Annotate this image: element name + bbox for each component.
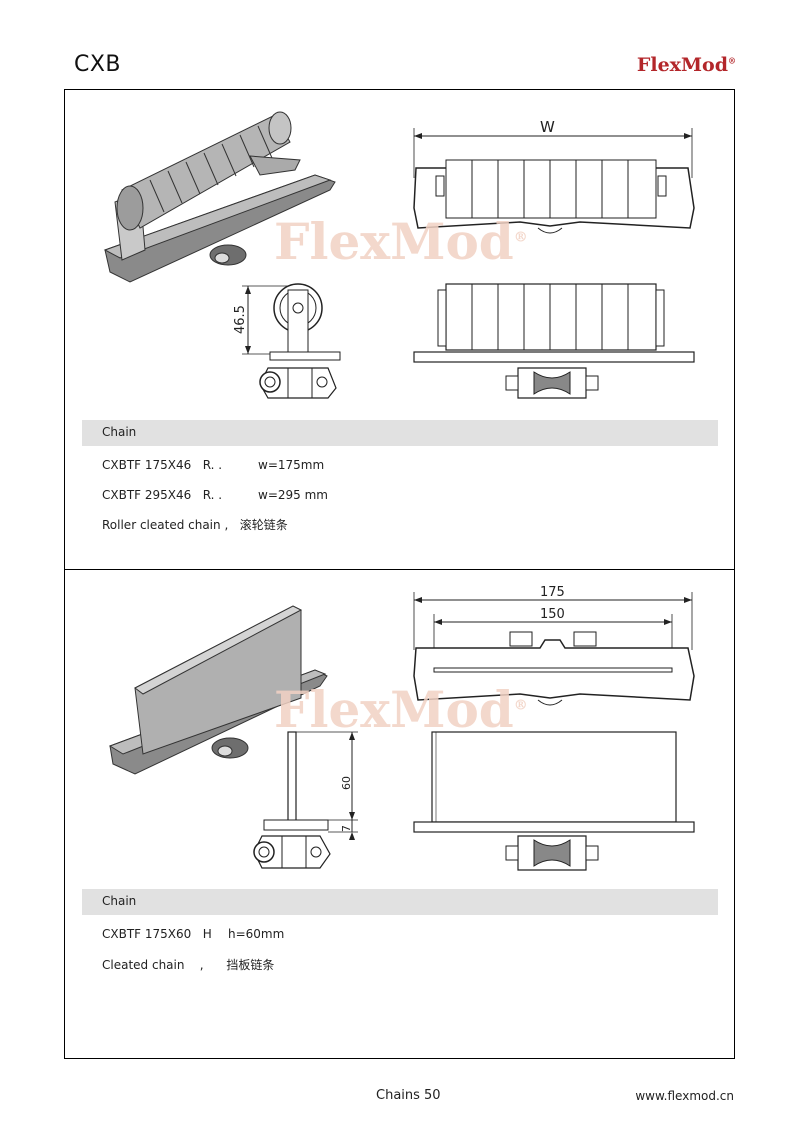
width-dimension-label: W — [540, 118, 555, 136]
base-height-label: 7 — [340, 825, 353, 832]
section1-row-1: CXBTF 175X46 R. . w=175mm — [102, 458, 324, 472]
section2-row-1: CXBTF 175X60 H h=60mm — [102, 927, 284, 941]
section2-heading: Chain — [102, 894, 137, 908]
row-code: CXBTF 175X46 R. . — [102, 458, 223, 472]
section-divider — [64, 569, 735, 570]
outer-width-label: 175 — [540, 585, 565, 600]
content-frame — [64, 89, 735, 1059]
roller-chain-isometric-drawing — [103, 111, 336, 283]
section2-heading-bar: Chain — [82, 889, 718, 915]
page-number: Chains 50 — [376, 1088, 441, 1103]
brand-name: FlexMod — [636, 54, 728, 76]
roller-side-profile-drawing: 46.5 — [233, 283, 341, 399]
cleated-chain-isometric-drawing — [108, 605, 328, 775]
inner-width-label: 150 — [540, 607, 565, 622]
height-dimension-label: 46.5 — [233, 305, 248, 334]
row-spec: w=175mm — [258, 458, 325, 472]
cleated-top-view-drawing: 175 150 — [413, 585, 695, 706]
row-code: CXBTF 175X60 H — [102, 927, 212, 941]
cleated-side-profile-drawing: 60 7 — [253, 731, 358, 869]
row-spec: w=295 mm — [258, 488, 328, 502]
section1-heading: Chain — [102, 425, 137, 439]
roller-top-view-drawing: W — [413, 118, 695, 234]
section1-heading-bar: Chain — [82, 420, 718, 446]
row-code: CXBTF 295X46 R. . — [102, 488, 223, 502]
section1-description: Roller cleated chain , 滚轮链条 — [102, 518, 288, 532]
roller-front-view-drawing — [413, 283, 695, 399]
cleated-front-view-drawing — [413, 731, 695, 871]
page-title: CXB — [74, 52, 122, 77]
website-link[interactable]: www.flexmod.cn — [635, 1089, 734, 1103]
cleat-height-label: 60 — [340, 776, 353, 790]
row-spec: h=60mm — [228, 927, 285, 941]
brand-logo: FlexMod® — [637, 54, 736, 76]
section2-description: Cleated chain , 挡板链条 — [102, 958, 275, 972]
registered-mark: ® — [728, 55, 736, 66]
section1-row-2: CXBTF 295X46 R. . w=295 mm — [102, 488, 328, 502]
